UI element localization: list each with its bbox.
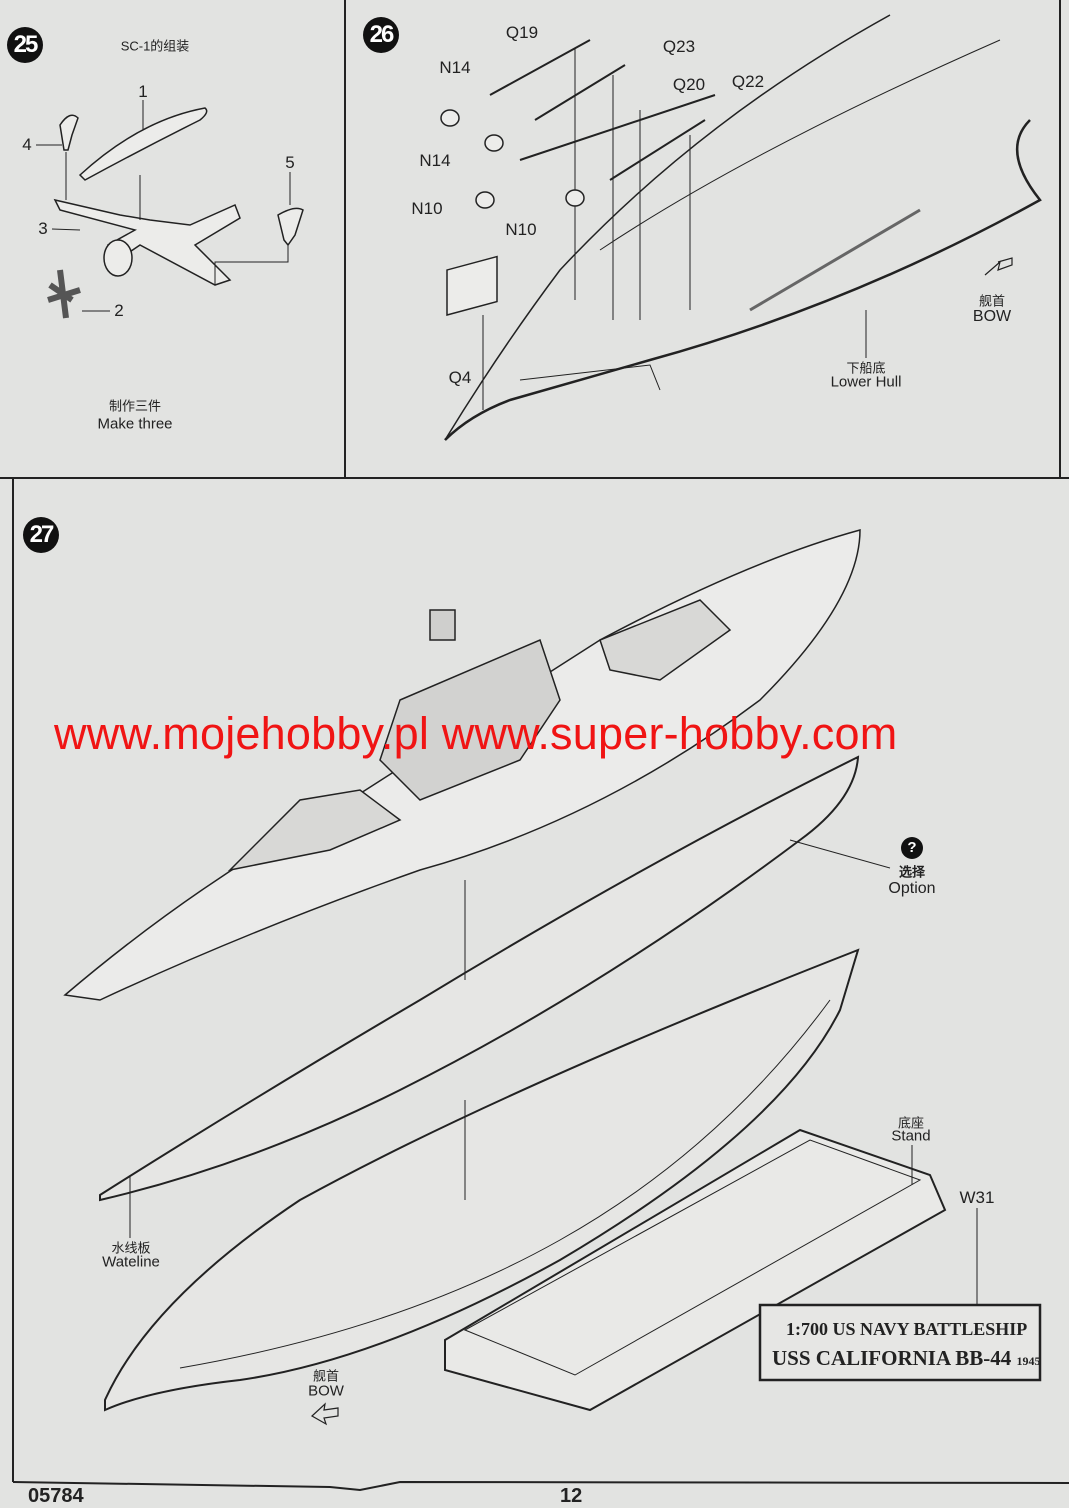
part-label-q20: Q20	[672, 75, 706, 94]
bow-label: BOW	[308, 1382, 344, 1400]
step-25-badge: 25	[7, 27, 43, 63]
part-label: 5	[285, 153, 295, 172]
part-label: 3	[38, 219, 48, 238]
part-label-n10: N10	[411, 199, 443, 218]
waterline-label-cn: 水线板	[111, 1240, 151, 1256]
step-25-title: SC-1的组装	[120, 38, 190, 54]
option-question-icon: ?	[901, 837, 923, 859]
option-label-cn: 选择	[898, 864, 926, 880]
nameplate-line-1: 1:700 US NAVY BATTLESHIP	[786, 1319, 1028, 1339]
part-label: 1	[138, 82, 148, 101]
nameplate-text: 1:700 US NAVY BATTLESHIP USS CALIFORNIA …	[772, 1318, 1040, 1371]
make-three-note-cn: 制作三件	[108, 398, 162, 414]
nameplate-year: 1945	[1016, 1353, 1041, 1368]
battleship-drawing	[63, 529, 861, 1001]
make-three-note: Make three	[97, 415, 173, 433]
bow-label-cn: 舰首	[978, 293, 1006, 309]
step-27-badge: 27	[23, 517, 59, 553]
part-label: 2	[114, 301, 124, 320]
bow-label-cn: 舰首	[312, 1368, 340, 1384]
product-code: 05784	[28, 1485, 84, 1507]
lower-hull-full-drawing	[104, 880, 860, 1426]
part-label-n14: N14	[419, 151, 451, 170]
lower-hull-label-cn: 下船底	[846, 360, 886, 376]
part-label-q4: Q4	[448, 368, 472, 387]
display-stand-drawing	[444, 1128, 1042, 1412]
waterline-plate-drawing	[99, 755, 891, 1238]
part-label-n10: N10	[505, 220, 537, 239]
part-label-q19: Q19	[505, 23, 539, 42]
step-26-badge: 26	[363, 17, 399, 53]
stand-label: Stand	[891, 1127, 931, 1145]
sc1-plane-drawing	[36, 100, 304, 319]
bow-label: BOW	[972, 308, 1012, 325]
nameplate-line-2: USS CALIFORNIA BB-44	[772, 1345, 1012, 1370]
part-label-w31: W31	[959, 1188, 995, 1207]
option-label: Option	[888, 880, 936, 897]
page-number: 12	[560, 1485, 583, 1507]
lower-hull-drawing	[440, 14, 1042, 441]
part-label-q23: Q23	[662, 37, 696, 56]
watermark: www.mojehobby.pl www.super-hobby.com	[54, 708, 898, 759]
part-label-n14: N14	[439, 58, 471, 77]
part-label-q22: Q22	[731, 72, 765, 91]
waterline-label: Wateline	[102, 1253, 160, 1271]
stand-label-cn: 底座	[897, 1115, 925, 1131]
part-label: 4	[22, 135, 32, 154]
lower-hull-label: Lower Hull	[830, 373, 902, 391]
